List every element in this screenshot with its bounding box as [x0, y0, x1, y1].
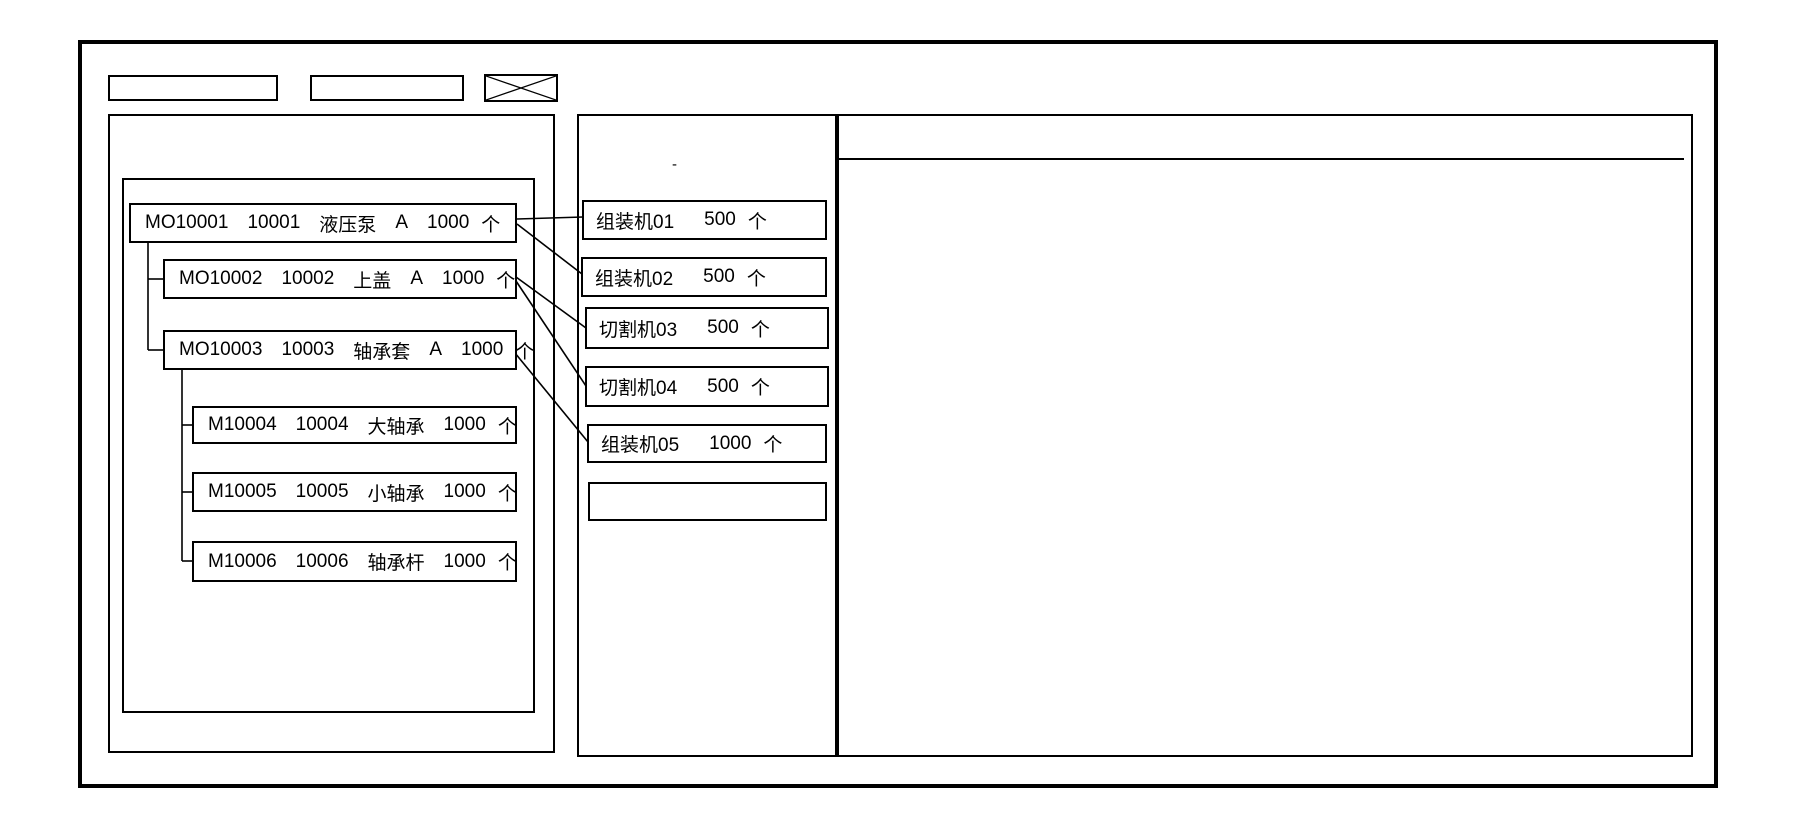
toolbar-field-2[interactable]: [310, 75, 464, 101]
product-name: 轴承杆: [367, 553, 425, 574]
order-no: M10005: [208, 481, 277, 502]
product-name: 上盖: [353, 270, 392, 292]
customer: A: [410, 268, 423, 289]
work-order-node-mo10003[interactable]: MO10003 10003 轴承套 A 1000 个: [163, 330, 534, 370]
close-button[interactable]: [484, 74, 558, 102]
machine-unit: 个: [750, 319, 770, 341]
machine-name: 切割机03: [599, 319, 678, 341]
machine-box-04[interactable]: 切割机04 500 个: [585, 366, 829, 407]
order-no: M10006: [208, 550, 277, 572]
machine-box-02[interactable]: 组装机02 500 个: [581, 257, 827, 297]
machine-unit: 个: [763, 435, 783, 456]
qty: 1000: [443, 414, 486, 435]
detail-panel: [837, 114, 1693, 757]
machine-box-01[interactable]: 组装机01 500 个: [582, 200, 827, 240]
machine-unit: 个: [747, 211, 767, 233]
order-no: MO10001: [145, 212, 229, 233]
product-name: 液压泵: [319, 214, 377, 236]
machine-box-03[interactable]: 切割机03 500 个: [585, 307, 829, 349]
machine-qty: 500: [704, 209, 736, 230]
stray-mark: -: [672, 156, 677, 173]
machine-box-05[interactable]: 组装机05 1000 个: [587, 424, 827, 463]
work-order-node-m10004[interactable]: M10004 10004 大轴承 1000 个: [192, 406, 517, 444]
detail-panel-header-rule: [839, 158, 1684, 160]
product-code: 10001: [247, 212, 301, 233]
toolbar-field-1[interactable]: [108, 75, 278, 101]
machine-qty: 500: [707, 375, 739, 397]
machine-unit: 个: [750, 378, 770, 399]
work-order-node-m10006[interactable]: M10006 10006 轴承杆 1000 个: [192, 541, 517, 582]
order-no: MO10003: [179, 339, 263, 360]
order-no: M10004: [208, 414, 277, 435]
product-code: 10006: [295, 550, 349, 572]
machine-qty: 1000: [709, 432, 752, 454]
product-name: 轴承套: [353, 341, 411, 363]
window-frame: [78, 40, 1718, 788]
unit: 个: [496, 270, 516, 292]
qty: 1000: [427, 212, 470, 233]
order-no: MO10002: [179, 268, 263, 289]
product-name: 小轴承: [367, 483, 425, 505]
customer: A: [395, 212, 408, 233]
qty: 1000: [461, 339, 504, 360]
machine-qty: 500: [707, 317, 739, 338]
machine-unit: 个: [746, 268, 766, 290]
x-cross-icon: [486, 76, 556, 100]
machine-name: 切割机04: [599, 378, 678, 399]
product-name: 大轴承: [367, 416, 425, 438]
unit: 个: [497, 553, 517, 574]
unit: 个: [497, 483, 517, 505]
qty: 1000: [443, 550, 486, 572]
machine-name: 组装机01: [596, 211, 675, 233]
unit: 个: [497, 416, 517, 438]
customer: A: [429, 339, 442, 360]
machine-name: 组装机02: [595, 268, 674, 290]
machine-qty: 500: [703, 266, 735, 287]
work-order-node-mo10002[interactable]: MO10002 10002 上盖 A 1000 个: [163, 259, 517, 299]
work-order-node-mo10001[interactable]: MO10001 10001 液压泵 A 1000 个: [129, 203, 517, 243]
qty: 1000: [442, 268, 485, 289]
product-code: 10004: [295, 414, 349, 435]
product-code: 10003: [281, 339, 335, 360]
unit: 个: [481, 214, 501, 236]
work-order-node-m10005[interactable]: M10005 10005 小轴承 1000 个: [192, 472, 517, 512]
product-code: 10002: [281, 268, 335, 289]
machine-box-empty[interactable]: [588, 482, 827, 521]
product-code: 10005: [295, 481, 349, 502]
machine-name: 组装机05: [601, 435, 680, 456]
unit: 个: [515, 341, 535, 363]
qty: 1000: [443, 481, 486, 502]
